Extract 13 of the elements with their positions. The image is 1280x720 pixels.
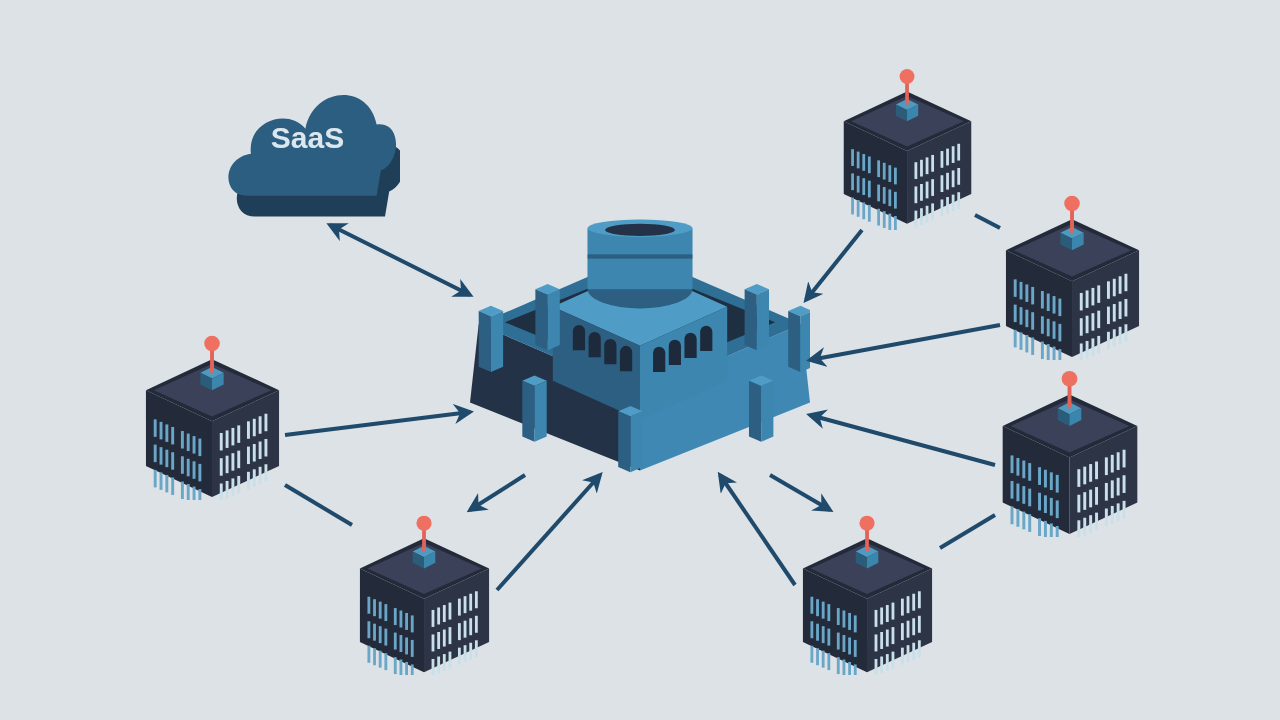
connector-line (974, 213, 1001, 230)
cloud-label: SaaS (270, 120, 345, 156)
arrow (769, 473, 834, 512)
arrow (466, 473, 527, 513)
arrow (803, 228, 864, 304)
arrow (717, 471, 797, 587)
arrow (284, 404, 474, 437)
arrow (806, 409, 996, 467)
arrow (806, 323, 1001, 367)
arrow (326, 223, 474, 297)
connector-line (938, 513, 997, 550)
arrow (495, 472, 603, 592)
connector-line (283, 483, 354, 527)
